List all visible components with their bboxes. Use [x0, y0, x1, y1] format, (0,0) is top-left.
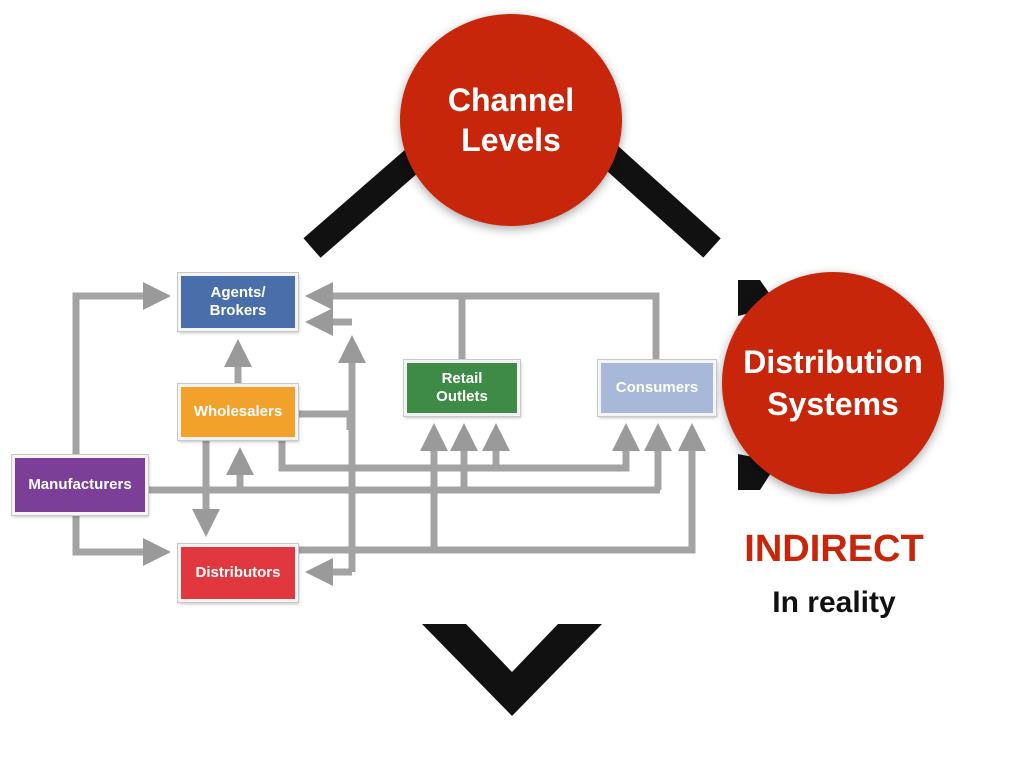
- consumers-box: Consumers: [597, 359, 717, 417]
- flow-manufacturers-distributors: [72, 515, 171, 566]
- flow-wholesalers-right: [298, 410, 354, 430]
- in-reality-label: In reality: [772, 586, 896, 619]
- indirect-label: INDIRECT: [744, 528, 924, 570]
- distribution-systems-circle: Distribution Systems: [722, 272, 944, 494]
- wholesalers-box: Wholesalers: [177, 383, 299, 441]
- channel-levels-circle: Channel Levels: [400, 14, 622, 226]
- flow-consumers-agents: [305, 282, 660, 360]
- manufacturers-box: Manufacturers: [11, 454, 149, 516]
- distributors-box: Distributors: [177, 543, 299, 603]
- distribution-systems-label: Distribution Systems: [743, 344, 923, 422]
- flow-distributors-right: [298, 423, 706, 554]
- flow-manufacturers-agents: [72, 282, 171, 455]
- agents-brokers-box: Agents/ Brokers: [177, 272, 299, 332]
- channel-levels-label: Channel Levels: [447, 82, 575, 158]
- chevron-bottom: [422, 624, 602, 716]
- flow-wholesalers-lower: [278, 423, 640, 472]
- retail-outlets-box: Retail Outlets: [403, 359, 521, 417]
